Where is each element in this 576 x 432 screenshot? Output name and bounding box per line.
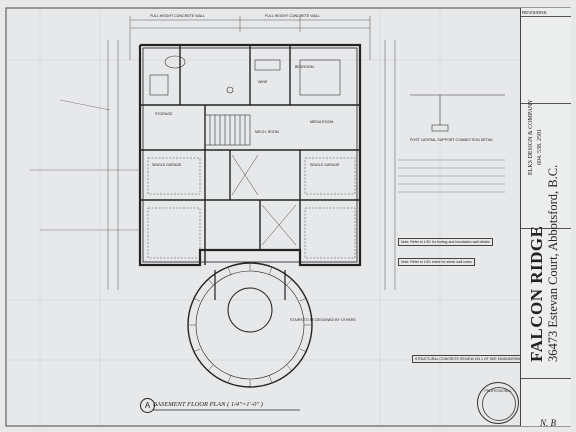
note-structural-review-box: STRUCTURAL CONCRETE REVIEW ON 1 OF SEE E… [412, 355, 534, 363]
signature: N. B [540, 418, 557, 428]
project-address: 36473 Estevan Court, Abbotsford, B.C. [546, 164, 560, 362]
title-block-divider-4 [521, 378, 571, 379]
note-shear-wall-box: Note: Refer to 1/S1 sheet for shear wall… [398, 258, 475, 266]
room-label-mech-room: MECH. ROOM [255, 130, 279, 134]
room-label-single-garage-left: SINGLE GARAGE [152, 163, 182, 167]
note-post-support: POST LATERAL SUPPORT CONNECTION DETAIL [410, 138, 494, 142]
title-block [520, 8, 571, 426]
room-label-wine: WINE [258, 80, 268, 84]
room-label-bedroom: BEDROOM [295, 65, 314, 69]
seal-text: PROFESSIONAL [484, 389, 512, 393]
top-wall-label-left: FULL HEIGHT CONCRETE WALL [150, 14, 205, 18]
note-footing-box: Note: Refer to 1/S1 for footing and foun… [398, 238, 493, 246]
room-label-media-room: MEDIA ROOM [310, 120, 334, 124]
note-stairs: STAIRS TO BE DESIGNED BY OTHERS [290, 318, 356, 322]
room-label-storage: STORAGE [155, 112, 173, 116]
seal-inner-ring [482, 387, 516, 421]
title-block-divider-2 [521, 103, 571, 104]
plan-number-marker: A [140, 398, 155, 413]
title-block-divider-1 [521, 16, 571, 17]
firm-name: ELKS DESIGN & COMPANY [528, 99, 534, 175]
revisions-label: REVISIONS [522, 10, 547, 15]
firm-phone: 604. 538. 2581 [537, 129, 543, 165]
top-wall-label-right: FULL HEIGHT CONCRETE WALL [265, 14, 320, 18]
room-label-single-garage-right: SINGLE GARAGE [310, 163, 340, 167]
professional-seal: PROFESSIONAL [477, 382, 519, 424]
plan-title: BASEMENT FLOOR PLAN ( 1/4"=1'-0" ) [153, 401, 263, 408]
title-block-divider-3 [521, 228, 571, 229]
project-name: FALCON RIDGE [527, 225, 546, 363]
